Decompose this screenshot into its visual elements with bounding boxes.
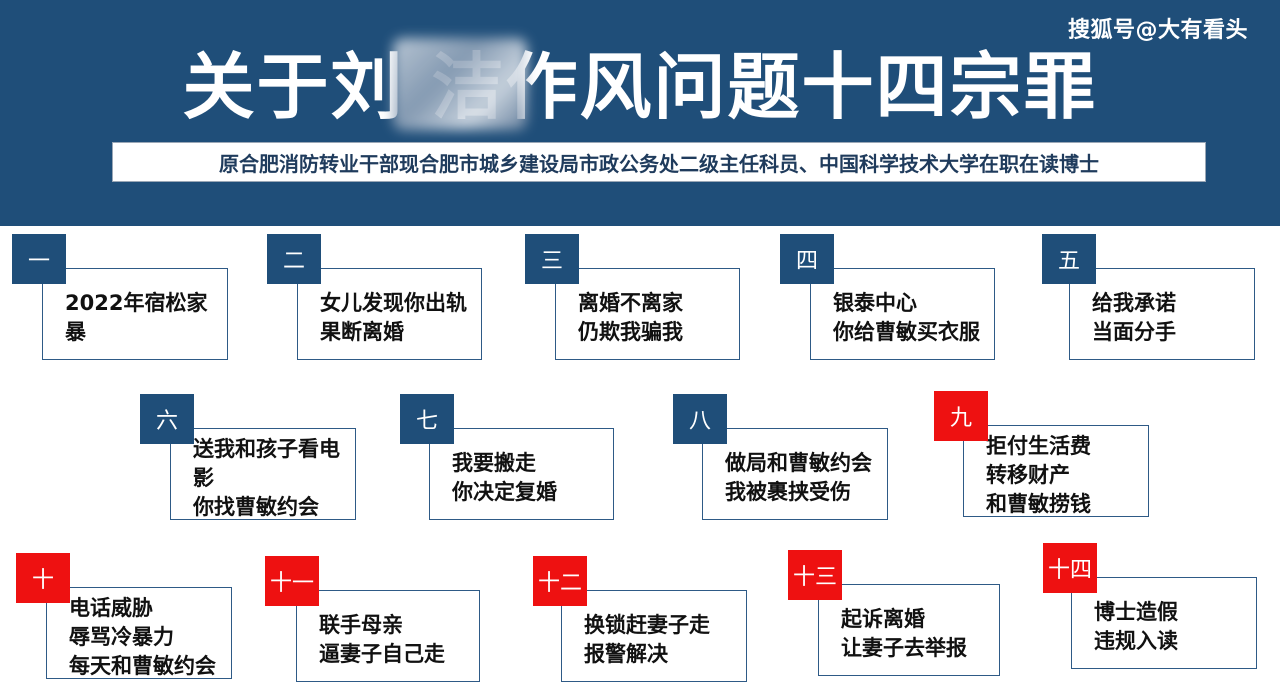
item-line: 银泰中心: [833, 291, 917, 315]
subtitle-bar: 原合肥消防转业干部现合肥市城乡建设局市政公务处二级主任科员、中国科学技术大学在职…: [112, 142, 1206, 182]
item-card: 拒付生活费转移财产和曹敏捞钱: [963, 425, 1149, 517]
item-line: 离婚不离家: [578, 291, 683, 315]
item-number-badge: 一: [12, 234, 66, 284]
item-line: 2022年宿松家暴: [65, 291, 208, 344]
item-line: 你找曹敏约会: [193, 494, 319, 519]
item-text: 我要搬走你决定复婚: [430, 429, 613, 519]
item-card: 做局和曹敏约会我被裹挟受伤: [702, 428, 888, 520]
item-card: 博士造假违规入读: [1071, 577, 1257, 669]
item-text: 给我承诺当面分手: [1070, 269, 1254, 359]
item-number-badge: 四: [780, 234, 834, 284]
item-text: 博士造假违规入读: [1072, 578, 1256, 668]
item-text: 拒付生活费转移财产和曹敏捞钱: [964, 426, 1148, 516]
item-line: 辱骂冷暴力: [69, 624, 174, 649]
item-line: 送我和孩子看电影: [193, 436, 340, 490]
item-text: 起诉离婚让妻子去举报: [819, 585, 999, 675]
item-line: 让妻子去举报: [841, 636, 967, 660]
header-banner: 搜狐号@大有看头 关于刘 洁作风问题十四宗罪 原合肥消防转业干部现合肥市城乡建设…: [0, 0, 1280, 226]
item-card: 送我和孩子看电影你找曹敏约会: [170, 428, 356, 520]
item-number-badge: 十三: [788, 550, 842, 600]
item-line: 违规入读: [1094, 629, 1178, 653]
item-number-badge: 十: [16, 553, 70, 603]
item-number-badge: 六: [140, 394, 194, 444]
item-line: 做局和曹敏约会: [725, 451, 872, 475]
item-card: 银泰中心你给曹敏买衣服: [810, 268, 995, 360]
item-number-badge: 十四: [1043, 543, 1097, 593]
item-line: 电话威胁: [69, 595, 153, 620]
item-card: 给我承诺当面分手: [1069, 268, 1255, 360]
item-line: 我要搬走: [452, 451, 536, 475]
item-text: 换锁赶妻子走报警解决: [562, 591, 746, 681]
item-number-badge: 十二: [533, 556, 587, 606]
item-text: 2022年宿松家暴: [43, 269, 227, 359]
item-line: 换锁赶妻子走: [584, 613, 710, 637]
item-line: 拒付生活费: [986, 433, 1091, 458]
item-number-badge: 五: [1042, 234, 1096, 284]
item-line: 转移财产: [986, 462, 1070, 487]
item-card: 换锁赶妻子走报警解决: [561, 590, 747, 682]
item-line: 博士造假: [1094, 600, 1178, 624]
item-line: 每天和曹敏约会: [69, 653, 216, 678]
item-line: 果断离婚: [320, 320, 404, 344]
item-card: 电话威胁辱骂冷暴力每天和曹敏约会: [46, 587, 232, 679]
item-text: 送我和孩子看电影你找曹敏约会: [171, 429, 355, 519]
item-card: 2022年宿松家暴: [42, 268, 228, 360]
item-line: 你给曹敏买衣服: [833, 320, 980, 344]
item-card: 我要搬走你决定复婚: [429, 428, 614, 520]
item-number-badge: 七: [400, 394, 454, 444]
item-card: 联手母亲逼妻子自己走: [296, 590, 480, 682]
item-line: 和曹敏捞钱: [986, 491, 1091, 516]
item-line: 联手母亲: [319, 613, 403, 637]
item-line: 逼妻子自己走: [319, 642, 445, 666]
item-line: 你决定复婚: [452, 480, 557, 504]
item-text: 联手母亲逼妻子自己走: [297, 591, 479, 681]
item-number-badge: 二: [267, 234, 321, 284]
item-number-badge: 十一: [265, 556, 319, 606]
item-card: 起诉离婚让妻子去举报: [818, 584, 1000, 676]
item-line: 起诉离婚: [841, 607, 925, 631]
item-line: 报警解决: [584, 642, 668, 666]
item-text: 女儿发现你出轨果断离婚: [298, 269, 481, 359]
item-text: 做局和曹敏约会我被裹挟受伤: [703, 429, 887, 519]
item-line: 女儿发现你出轨: [320, 291, 467, 315]
item-text: 银泰中心你给曹敏买衣服: [811, 269, 994, 359]
item-card: 离婚不离家仍欺我骗我: [555, 268, 740, 360]
page-title: 关于刘 洁作风问题十四宗罪: [182, 45, 1098, 129]
item-card: 女儿发现你出轨果断离婚: [297, 268, 482, 360]
item-line: 当面分手: [1092, 320, 1176, 344]
watermark: 搜狐号@大有看头: [1067, 18, 1248, 43]
item-text: 电话威胁辱骂冷暴力每天和曹敏约会: [47, 588, 231, 678]
item-number-badge: 八: [673, 394, 727, 444]
blurred-name-mask: [393, 38, 527, 130]
item-text: 离婚不离家仍欺我骗我: [556, 269, 739, 359]
item-number-badge: 三: [525, 234, 579, 284]
item-number-badge: 九: [934, 391, 988, 441]
item-line: 仍欺我骗我: [578, 320, 683, 344]
item-line: 我被裹挟受伤: [725, 480, 851, 504]
item-line: 给我承诺: [1092, 291, 1176, 315]
